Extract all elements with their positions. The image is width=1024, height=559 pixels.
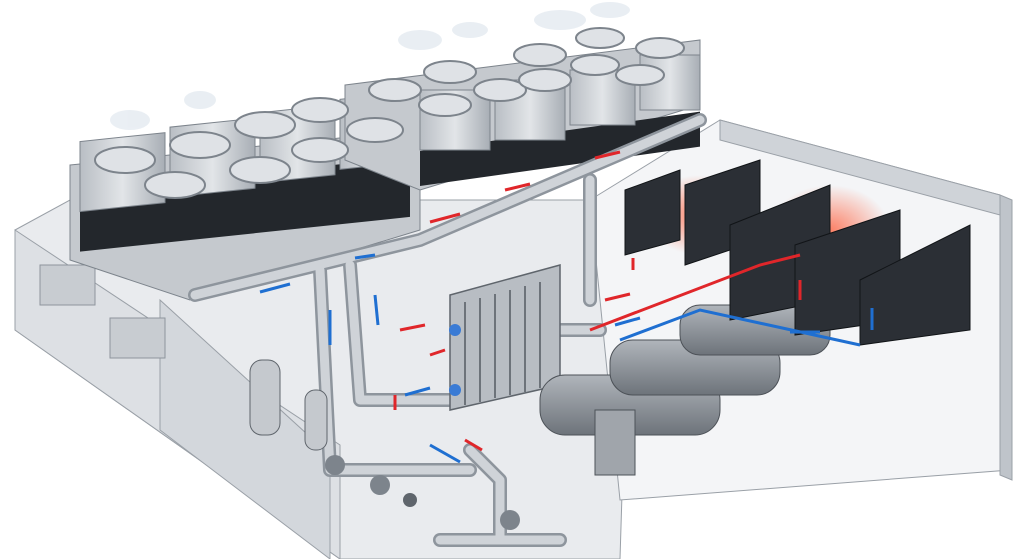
expansion-tank-icon: [249, 359, 281, 436]
flow-arrow-icon: [614, 316, 641, 327]
flow-arrow-icon: [354, 253, 376, 260]
cooling-tower-fan-icon: [234, 111, 296, 139]
cooling-tower-fan-icon: [635, 37, 685, 59]
wall-vent: [109, 317, 166, 359]
pump-icon: [500, 510, 520, 530]
cooling-tower-fan-icon: [513, 43, 567, 67]
cooling-tower-fan-icon: [291, 137, 349, 163]
flow-arrow-icon: [373, 294, 380, 326]
cooling-tower-fan-icon: [94, 146, 156, 174]
cooling-tower-fan-icon: [346, 117, 404, 143]
cooling-tower-fan-icon: [615, 64, 665, 86]
cooling-tower-fans: [94, 27, 685, 199]
flow-arrow-icon: [259, 282, 291, 294]
cooling-tower-fan-icon: [368, 78, 422, 102]
cooling-tower-fan-icon: [229, 156, 291, 184]
pump-icon: [325, 455, 345, 475]
flow-arrow-icon: [399, 323, 426, 332]
flow-arrow-icon: [464, 438, 483, 452]
cooling-tower-fan-icon: [518, 68, 572, 92]
flow-arrow-icon: [429, 212, 461, 224]
steam-plumes: [110, 2, 630, 130]
server-room: [624, 159, 971, 346]
cooling-tower-fan-icon: [144, 171, 206, 199]
server-rack-icon: [859, 224, 971, 346]
pump-station: [249, 359, 520, 530]
cooling-tower-fan-icon: [418, 93, 472, 117]
cooling-tower-fan-icon: [423, 60, 477, 84]
plate-heat-exchanger-icon: [449, 384, 461, 396]
flow-arrow-icon: [594, 150, 621, 160]
flow-arrow-icon: [404, 386, 431, 397]
cooling-tower-fan-icon: [291, 97, 349, 123]
flow-arrow-icon: [604, 292, 631, 302]
pump-icon: [370, 475, 390, 495]
expansion-tank-icon: [304, 389, 328, 451]
flow-arrow-icon: [429, 348, 446, 357]
wall-vent: [39, 264, 96, 306]
cooling-tower-fan-icon: [169, 131, 231, 159]
plate-heat-exchanger-icon: [449, 324, 461, 336]
rack-cooling-loops: [589, 253, 861, 347]
valve-icon: [403, 493, 417, 507]
cooling-tower-fan-icon: [575, 27, 625, 49]
flow-arrow-icon: [504, 182, 531, 192]
flow-arrow-icon: [429, 443, 461, 464]
server-rack-icon: [624, 169, 681, 256]
chiller-units: [539, 304, 831, 476]
cooling-tower-fan-icon: [570, 54, 620, 76]
cooling-tower-fan-icon: [473, 78, 527, 102]
